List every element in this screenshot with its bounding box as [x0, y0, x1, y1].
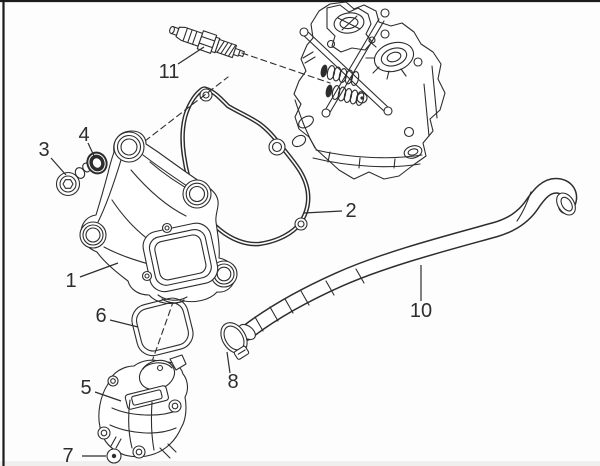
leader-line-breather-cover — [94, 391, 122, 402]
cover-screw — [55, 162, 91, 197]
breather-pipe — [238, 177, 578, 341]
callout-clamp[interactable]: 8 — [227, 371, 239, 393]
callout-spark-plug[interactable]: 11 — [158, 61, 180, 83]
breather-screw — [106, 436, 122, 464]
hose-clamp — [220, 322, 250, 360]
leader-line-cover — [79, 262, 119, 278]
valve-spring — [320, 64, 360, 86]
callout-breather-cover[interactable]: 5 — [80, 377, 92, 399]
callout-pipe[interactable]: 10 — [409, 300, 433, 322]
breather-gasket — [131, 297, 194, 357]
callout-breather-gasket[interactable]: 6 — [95, 305, 107, 327]
cover-washer — [86, 151, 108, 175]
leader-line-breather-gasket — [109, 319, 139, 328]
leader-line-clamp — [226, 351, 231, 374]
leader-line-gasket — [303, 210, 343, 214]
callout-screw-front[interactable]: 3 — [38, 139, 50, 161]
leader-line-spark-plug — [177, 46, 205, 65]
breather-cover — [97, 354, 188, 459]
callout-gasket[interactable]: 2 — [345, 200, 357, 222]
leader-line-screw-front — [50, 157, 67, 176]
spark-plug — [169, 25, 245, 59]
leader-line-washer — [87, 142, 96, 159]
rocker-cover — [79, 130, 238, 304]
callout-leader-lines — [50, 46, 422, 457]
footer-strip — [0, 461, 600, 466]
callout-washer[interactable]: 4 — [78, 124, 90, 146]
cylinder-head — [291, 1, 446, 180]
callout-screw-breather[interactable]: 7 — [62, 445, 74, 466]
valve-spring — [325, 84, 365, 106]
callout-cover[interactable]: 1 — [65, 270, 77, 292]
